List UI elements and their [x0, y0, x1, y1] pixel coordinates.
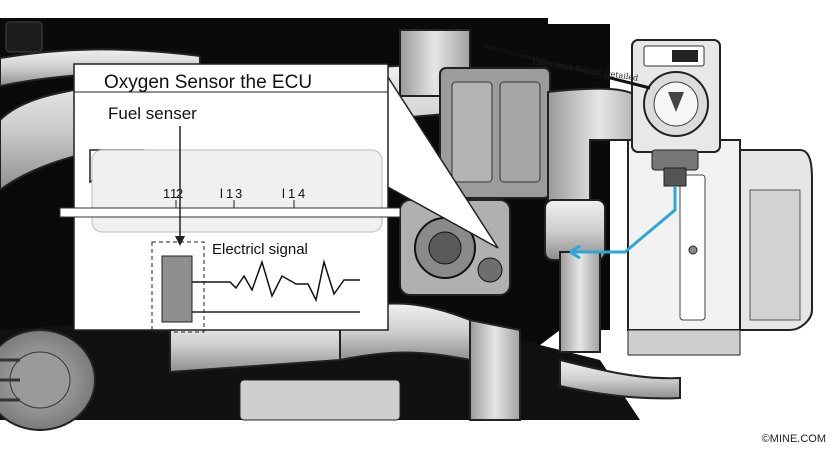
- svg-text:3: 3: [235, 186, 242, 201]
- reference-bar: [60, 208, 400, 217]
- svg-text:1: 1: [226, 186, 233, 201]
- svg-text:l: l: [220, 186, 223, 201]
- intake-manifold: [440, 68, 550, 198]
- svg-text:l: l: [282, 186, 285, 201]
- svg-text:1: 1: [288, 186, 295, 201]
- sensor-element: [162, 256, 192, 322]
- callout-box: Oxygen Sensor the ECU Fuel senser 1 1 2 …: [60, 64, 400, 332]
- catalytic-converter-housing: [628, 140, 812, 355]
- signal-label: Electricl signal: [212, 241, 308, 258]
- svg-text:4: 4: [298, 186, 305, 201]
- callout-sublabel: Fuel senser: [108, 104, 197, 123]
- watermark: ©MINE.COM: [762, 433, 826, 445]
- callout-title: Oxygen Sensor the ECU: [104, 72, 312, 93]
